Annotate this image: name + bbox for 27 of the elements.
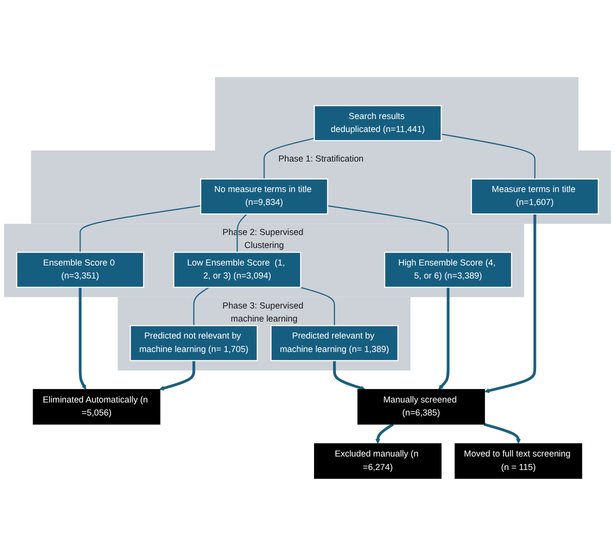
connector (441, 134, 536, 179)
connector (193, 286, 210, 326)
node-box: Search results deduplicated (n=11,441) (314, 105, 442, 142)
node-box: Predicted not relevant by machine learning (n= 1,705) (130, 325, 258, 362)
cluster (215, 77, 578, 151)
node-box: Moved to full text screening (n = 115) (454, 443, 582, 479)
arrow (484, 214, 536, 394)
node-box: Manually screened (n=6,385) (357, 389, 485, 425)
arrow (159, 360, 196, 390)
connector (264, 138, 314, 179)
node-box: Low Ensemble Score (1, 2, or 3) (n=3,094) (173, 252, 302, 288)
connector (328, 205, 449, 252)
arrow (78, 287, 86, 390)
connector (300, 286, 335, 326)
node-box: Excluded manually (n =6,274) (314, 443, 442, 479)
node-box: High Ensemble Score (4, 5, or 6) (n=3,389) (384, 252, 512, 288)
arrow (333, 360, 366, 390)
node-box: Ensemble Score 0 (n=3,351) (16, 252, 144, 288)
connector (80, 205, 201, 252)
arrow (484, 423, 521, 444)
arrow (375, 423, 394, 444)
node-box: Measure terms in title (n=1,607) (470, 178, 599, 215)
connector (236, 214, 248, 252)
arrow (438, 287, 450, 390)
node-box: No measure terms in title (n=9,834) (200, 178, 328, 215)
node-box: Predicted relevant by machine learning (n= 1,389) (270, 325, 398, 362)
node-box: Eliminated Automatically (n =5,056) (32, 389, 160, 425)
